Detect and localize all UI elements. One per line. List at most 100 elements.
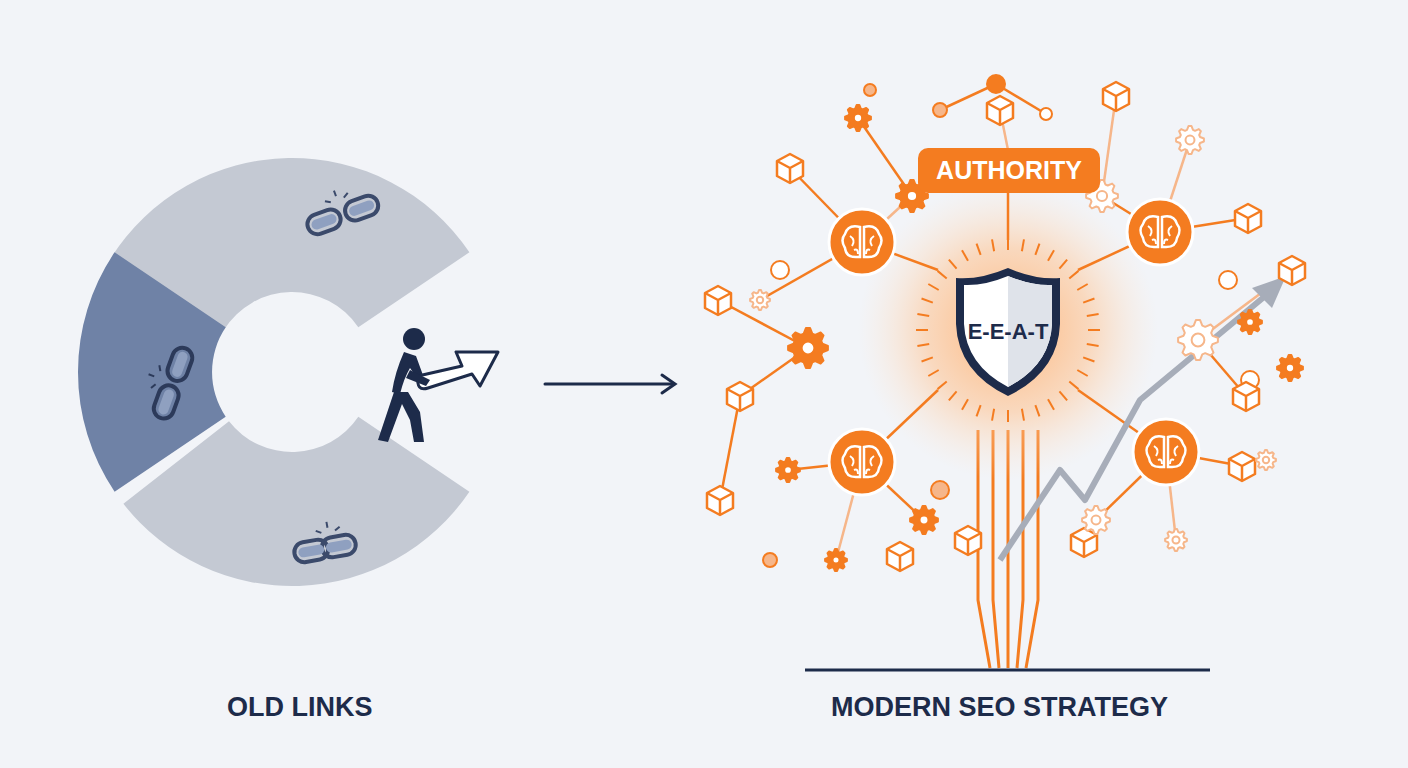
drawing-part [757, 297, 763, 303]
drawing-part [342, 193, 381, 223]
glow-ray [928, 284, 938, 290]
drawing-part [1233, 389, 1259, 411]
drawing-part [1233, 382, 1259, 411]
network-line [720, 396, 740, 500]
drawing-part [1141, 216, 1180, 247]
drawing-part [1279, 263, 1305, 285]
glow-ray [917, 314, 929, 316]
drawing-part [987, 96, 1013, 125]
drawing-part [1103, 89, 1129, 111]
gear-icon [1176, 126, 1204, 154]
drawing-part [955, 533, 981, 555]
drawing-part [1277, 355, 1303, 381]
glow-ray [928, 370, 938, 376]
drawing-part [1147, 436, 1186, 467]
glow-ray [1069, 381, 1078, 389]
drawing-part [325, 199, 331, 204]
glow-ray [1048, 399, 1054, 409]
shield-face [964, 276, 1052, 387]
cube-icon [1103, 82, 1129, 111]
drawing-part [705, 286, 731, 315]
drawing-part [348, 199, 376, 217]
drawing-part [1176, 126, 1204, 154]
drawing-part [334, 191, 336, 197]
drawing-part [149, 374, 155, 376]
glow [858, 180, 1158, 480]
cube-icon [705, 286, 731, 315]
drawing-part [829, 429, 895, 495]
glow-ray [917, 344, 929, 346]
drawing-part [1092, 516, 1101, 525]
glow-ray [1077, 284, 1087, 290]
gear-icon [910, 506, 938, 534]
cube-icon [777, 154, 803, 183]
drawing-part [727, 382, 753, 411]
drawing-part [1186, 136, 1195, 145]
drawing-part [955, 526, 981, 555]
drawing-part [157, 388, 175, 416]
gear-icon [1178, 320, 1218, 360]
gear-icon [1082, 506, 1110, 534]
cube-icon [707, 486, 733, 515]
ground-line [805, 669, 1210, 672]
node-text: E-E-A-T [968, 319, 1049, 345]
drawing-part [1178, 320, 1218, 360]
cube-icon [1279, 256, 1305, 285]
drawing-part [1279, 256, 1305, 285]
drawing-part [1229, 459, 1255, 481]
drawing-part [326, 522, 327, 528]
ring-segment [123, 417, 469, 586]
drawing-part [750, 290, 770, 310]
broken-chain-icon [299, 178, 381, 237]
drawing-part [1133, 419, 1199, 485]
drawing-part [1238, 310, 1262, 334]
drawing-part [829, 209, 895, 275]
drawing-part [320, 533, 357, 559]
drawing-part [727, 389, 753, 411]
drawing-part [316, 530, 322, 534]
drawing-part [802, 342, 815, 355]
glow-ray [1007, 410, 1009, 422]
cube-icon [987, 96, 1013, 125]
cube-icon [1235, 204, 1261, 233]
broken-chain-icon [136, 340, 195, 422]
glow-ray [1088, 329, 1100, 331]
flow-arrow [545, 375, 675, 393]
drawing-part [151, 383, 181, 422]
brain-icon [1133, 419, 1199, 485]
glow-ray [938, 381, 947, 389]
drawing-part [854, 114, 862, 122]
drawing-part [1235, 204, 1261, 233]
drawing-part [788, 328, 828, 368]
drawing-part [1246, 318, 1254, 326]
broken-chain-icon [290, 518, 357, 564]
glow-ray [1022, 409, 1024, 421]
drawing-part [1263, 457, 1269, 463]
drawing-part [707, 486, 733, 515]
gear-icon [788, 328, 828, 368]
drawing-part [1071, 535, 1097, 557]
gear-icon [1256, 450, 1276, 470]
network-dot [864, 84, 876, 96]
brain-icon [1127, 199, 1193, 265]
glow-ray [962, 399, 968, 409]
drawing-part [850, 456, 874, 474]
drawing-part [825, 549, 847, 571]
drawing-part [1286, 364, 1294, 372]
glow-ray [992, 239, 994, 251]
network-dot [933, 103, 947, 117]
drawing-part [705, 293, 731, 315]
network-dot [1219, 271, 1237, 289]
growth-arrow-head [1252, 276, 1286, 308]
drawing-part [1165, 529, 1187, 551]
glow-ray [977, 244, 981, 255]
drawing-part [1103, 82, 1129, 111]
glow-ray [1077, 370, 1087, 376]
glow-ray [922, 299, 933, 303]
glow-ray [992, 409, 994, 421]
drawing-part [1154, 446, 1178, 464]
drawing-part [1235, 211, 1261, 233]
person-pushing-arrow [378, 328, 498, 442]
drawing-part [334, 527, 340, 531]
brain-icon [829, 209, 895, 275]
